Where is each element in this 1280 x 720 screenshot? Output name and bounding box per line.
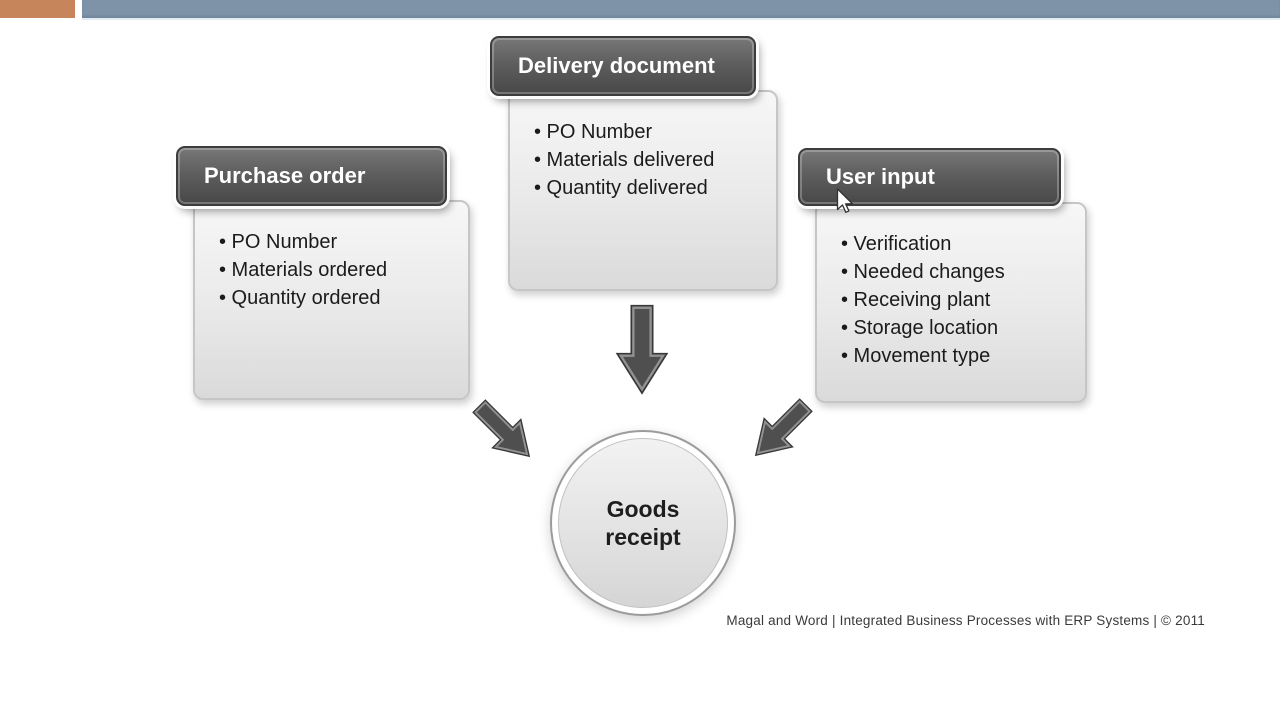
goods-receipt-line2: receipt <box>605 524 681 550</box>
goods-receipt-node: Goods receipt <box>550 430 736 616</box>
southeast-arrow-icon <box>472 399 531 458</box>
mouse-cursor-icon <box>836 188 853 213</box>
southwest-arrow-icon <box>754 398 813 457</box>
delivery-document-body: • PO Number • Materials delivered • Quanti… <box>508 90 778 291</box>
goods-receipt-label: Goods receipt <box>558 438 728 608</box>
list-item: • Quantity ordered <box>219 287 381 309</box>
list-item: • Receiving plant <box>841 289 991 311</box>
user-input-body: • Verification • Needed changes • Receivin… <box>815 202 1087 403</box>
list-item: • PO Number <box>219 231 338 253</box>
top-bar-underline <box>82 18 1280 20</box>
citation-text: Magal and Word | Integrated Business Pro… <box>726 613 1205 628</box>
purchase-order-title: Purchase order <box>204 163 366 188</box>
delivery-document-header: Delivery document <box>490 36 756 96</box>
delivery-document-title: Delivery document <box>518 53 715 78</box>
user-input-list: • Verification • Needed changes • Receivin… <box>817 204 1085 370</box>
down-arrow-icon <box>615 304 669 395</box>
delivery-document-list: • PO Number • Materials delivered • Quanti… <box>510 92 776 202</box>
purchase-order-header: Purchase order <box>176 146 447 206</box>
list-item: • Materials delivered <box>534 149 715 171</box>
goods-receipt-line1: Goods <box>606 496 680 522</box>
purchase-order-body: • PO Number • Materials ordered • Quantity… <box>193 200 470 400</box>
list-item: • Verification <box>841 233 952 255</box>
user-input-title: User input <box>826 164 935 189</box>
list-item: • Needed changes <box>841 261 1005 283</box>
list-item: • Materials ordered <box>219 259 388 281</box>
list-item: • Movement type <box>841 345 991 367</box>
accent-bar <box>0 0 75 18</box>
list-item: • Quantity delivered <box>534 177 708 199</box>
top-bar <box>82 0 1280 18</box>
list-item: • Storage location <box>841 317 999 339</box>
list-item: • PO Number <box>534 121 653 143</box>
purchase-order-list: • PO Number • Materials ordered • Quantity… <box>195 202 468 312</box>
